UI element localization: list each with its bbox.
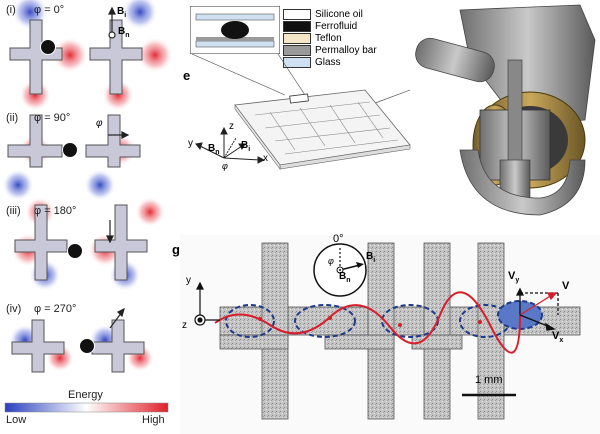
legend-swatch — [283, 32, 311, 44]
scale-bar-label: 1 mm — [475, 374, 503, 386]
energy-low-label: Low — [6, 414, 27, 426]
legend-label: Ferrofluid — [315, 20, 358, 32]
panel-e-phi-label: φ — [222, 161, 228, 171]
compass-phi-label: φ — [328, 256, 334, 266]
chip-illustration — [191, 53, 411, 170]
row-angle-4: φ = 270° — [34, 303, 77, 315]
material-legend: Silicone oil Ferrofluid Teflon Permalloy… — [283, 8, 377, 68]
panel-e-bi-label: Bi — [241, 140, 251, 153]
legend-item: Silicone oil — [283, 8, 377, 20]
legend-swatch — [283, 20, 311, 32]
field-compass — [313, 243, 367, 297]
panel-e-label: e — [183, 68, 191, 83]
cross-section-diagram — [190, 6, 280, 54]
axis-z-label: z — [229, 121, 234, 132]
velocity-vy-label: Vy — [508, 270, 520, 285]
panel-g-z-label: z — [182, 320, 187, 331]
legend-label: Glass — [315, 56, 341, 68]
compass-angle-label: 0° — [333, 233, 344, 245]
legend-item: Permalloy bar — [283, 44, 377, 56]
legend-swatch — [283, 44, 311, 56]
bi-label-row1: Bi — [117, 6, 127, 19]
velocity-v-label: V — [562, 280, 570, 292]
panel-g-y-label: y — [186, 275, 191, 286]
phi-label-row2: φ — [96, 118, 103, 129]
energy-row-2 — [2, 114, 141, 201]
velocity-vx-label: Vx — [552, 330, 564, 345]
micrograph — [180, 235, 600, 434]
axis-y-label: y — [188, 138, 193, 149]
axis-x-label: x — [263, 153, 268, 164]
row-roman-3: (iii) — [6, 205, 21, 217]
row-angle-3: φ = 180° — [34, 205, 77, 217]
legend-item: Teflon — [283, 32, 377, 44]
bn-label-row1: Bn — [118, 26, 130, 39]
row-roman-4: (iv) — [6, 303, 22, 315]
legend-label: Silicone oil — [315, 8, 363, 20]
panel-g-label: g — [172, 242, 180, 257]
field-arrows — [106, 6, 130, 329]
energy-maps — [2, 0, 173, 413]
energy-row-3 — [11, 197, 165, 291]
row-roman-2: (ii) — [6, 112, 19, 124]
row-angle-1: φ = 0° — [34, 4, 65, 16]
row-roman-1: (i) — [6, 4, 16, 16]
legend-swatch — [283, 8, 311, 20]
panel-e-bn-label: Bn — [208, 143, 220, 156]
legend-item: Ferrofluid — [283, 20, 377, 32]
row-angle-2: φ = 90° — [34, 112, 71, 124]
energy-row-4 — [9, 319, 154, 373]
energy-colorbar — [4, 402, 169, 413]
energy-row-1 — [9, 0, 173, 111]
coil-apparatus-illustration — [415, 4, 596, 216]
compass-bn-label: Bn — [339, 271, 351, 284]
legend-label: Permalloy bar — [315, 44, 377, 56]
energy-high-label: High — [142, 414, 165, 426]
legend-label: Teflon — [315, 32, 342, 44]
compass-bi-label: Bi — [366, 251, 376, 264]
energy-title: Energy — [68, 389, 103, 401]
